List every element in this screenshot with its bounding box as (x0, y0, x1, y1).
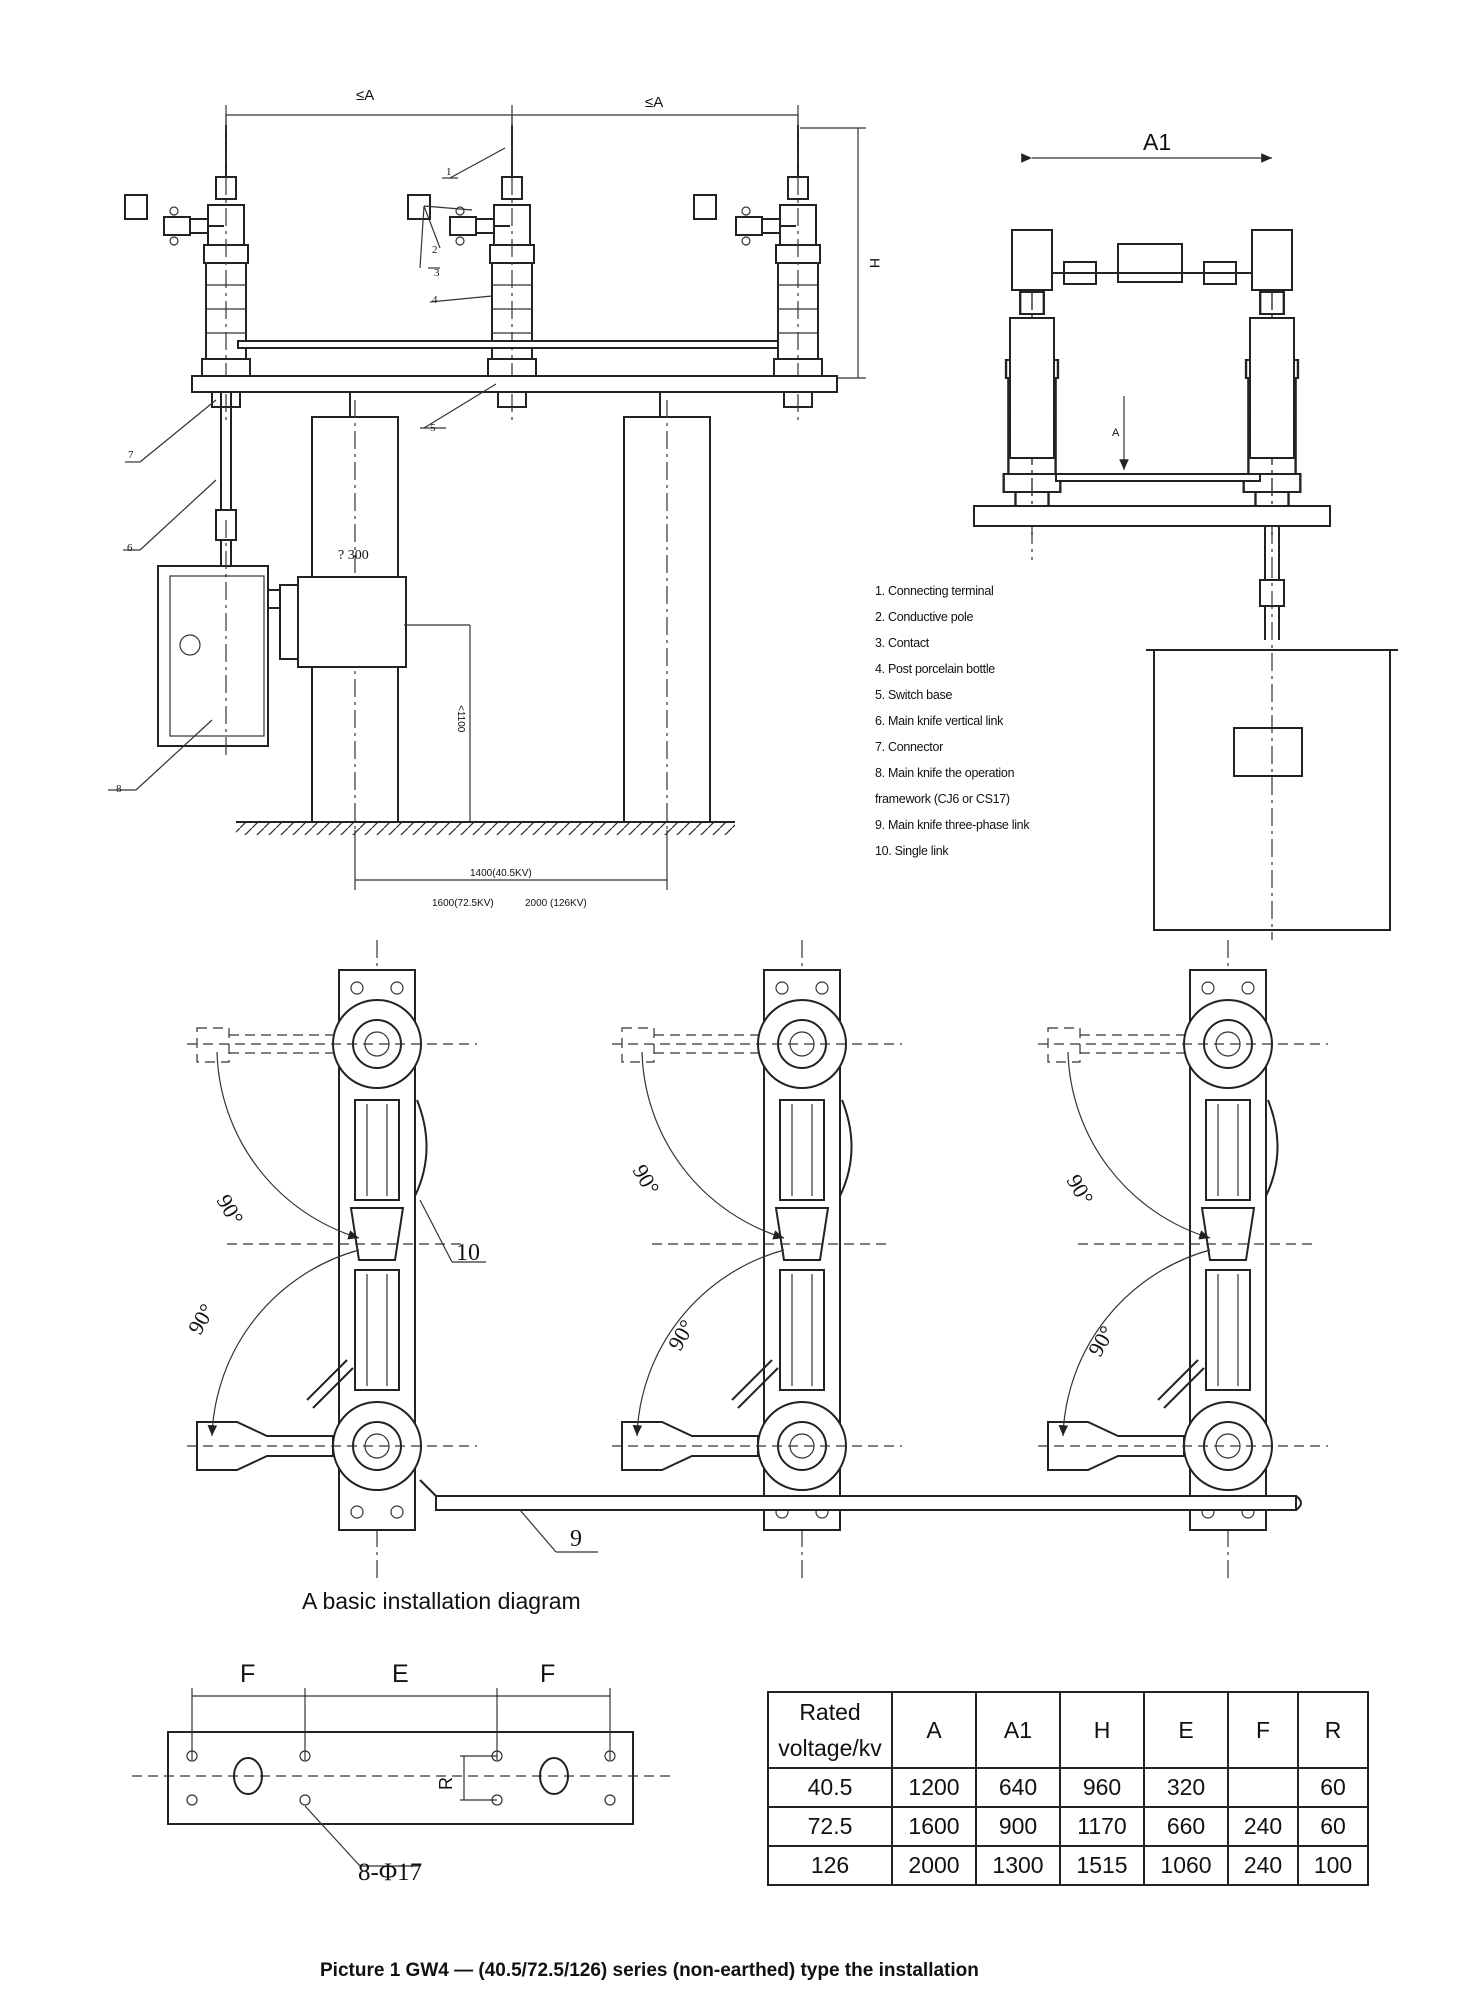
dim-e: E (392, 1660, 409, 1688)
cell: 1200 (891, 1767, 977, 1808)
dim-f-right: F (540, 1660, 555, 1688)
cell: 72.5 (767, 1806, 893, 1847)
legend-item: 6. Main knife vertical link (875, 714, 1004, 728)
pillar-height-dim: <1100 (455, 705, 466, 733)
cell: 240 (1227, 1845, 1299, 1886)
dim-height: H (867, 258, 883, 268)
angle-label-4: 90° (663, 1315, 700, 1354)
cell: 100 (1297, 1845, 1369, 1886)
plan-view: 90° 90° 90° 90° 90° 90° 10 9 (183, 940, 1328, 1580)
base-plate-view: F E F R 8-Φ17 (132, 1660, 672, 1886)
legend-item: 4. Post porcelain bottle (875, 662, 995, 676)
angle-label-1: 90° (212, 1190, 249, 1229)
dim-f-left: F (240, 1660, 255, 1688)
table-row: 126 2000 1300 1515 1060 240 100 (767, 1845, 1369, 1886)
legend-item: 8. Main knife the operation (875, 766, 1015, 780)
callout-9: 9 (570, 1526, 582, 1552)
header-f: F (1227, 1691, 1299, 1769)
cell: 1515 (1059, 1845, 1145, 1886)
dim-a1: A1 (1143, 129, 1171, 155)
footprint-126: 2000 (126KV) (525, 898, 587, 909)
cell: 60 (1297, 1767, 1369, 1808)
header-rated-voltage: Rated voltage/kv (767, 1691, 893, 1769)
legend-item: 9. Main knife three-phase link (875, 818, 1030, 832)
cell: 660 (1143, 1806, 1229, 1847)
dim-spacing-left: ≤A (356, 87, 374, 104)
header-e: E (1143, 1691, 1229, 1769)
cell: 126 (767, 1845, 893, 1886)
cell: 1060 (1143, 1845, 1229, 1886)
table-row: 72.5 1600 900 1170 660 240 60 (767, 1806, 1369, 1847)
cell: 960 (1059, 1767, 1145, 1808)
header-a: A (891, 1691, 977, 1769)
angle-label-3: 90° (628, 1160, 665, 1199)
callout-5: 5 (430, 422, 436, 434)
angle-label-5: 90° (1062, 1170, 1099, 1209)
angle-label-6: 90° (1083, 1321, 1120, 1360)
side-view: A1 A (973, 129, 1398, 940)
holes-spec: 8-Φ17 (358, 1859, 422, 1886)
cell: 240 (1227, 1806, 1299, 1847)
cell: 40.5 (767, 1767, 893, 1808)
header-r: R (1297, 1691, 1369, 1769)
view-arrow-a: A (1112, 427, 1120, 439)
legend-item: 3. Contact (875, 636, 929, 650)
basic-diagram-caption: A basic installation diagram (302, 1588, 581, 1614)
legend-item: framework (CJ6 or CS17) (875, 792, 1010, 806)
callout-6: 6 (127, 542, 133, 554)
footprint-725: 1600(72.5KV) (432, 898, 494, 909)
cell: 2000 (891, 1845, 977, 1886)
angle-label-2: 90° (183, 1299, 220, 1338)
table-row: 40.5 1200 640 960 320 60 (767, 1767, 1369, 1808)
legend-item: 7. Connector (875, 740, 943, 754)
header-a1: A1 (975, 1691, 1061, 1769)
header-h: H (1059, 1691, 1145, 1769)
footprint-405: 1400(40.5KV) (470, 868, 532, 879)
pillar-diameter: ? 300 (338, 548, 369, 563)
dim-r: R (436, 1777, 456, 1790)
figure-caption: Picture 1 GW4 — (40.5/72.5/126) series (… (320, 1960, 979, 1981)
legend-item: 10. Single link (875, 844, 949, 858)
dim-spacing-right: ≤A (645, 94, 663, 111)
callout-7: 7 (128, 449, 134, 461)
cell: 320 (1143, 1767, 1229, 1808)
callout-3: 3 (434, 267, 440, 279)
table-header-row: Rated voltage/kv A A1 H E F R (767, 1691, 1369, 1769)
callout-4: 4 (432, 294, 438, 306)
parameter-table: Rated voltage/kv A A1 H E F R 40.5 1200 … (767, 1691, 1369, 1886)
legend-item: 2. Conductive pole (875, 610, 974, 624)
cell: 640 (975, 1767, 1061, 1808)
front-view: ≤A ≤A H ? 300 <1100 (108, 87, 883, 909)
legend-item: 1. Connecting terminal (875, 584, 994, 598)
legend-item: 5. Switch base (875, 688, 953, 702)
cell: 1300 (975, 1845, 1061, 1886)
parts-legend: 1. Connecting terminal 2. Conductive pol… (875, 578, 1030, 864)
callout-2: 2 (432, 244, 438, 256)
callout-1: 1 (446, 166, 452, 178)
cell (1227, 1767, 1299, 1808)
callout-8: 8 (116, 783, 122, 795)
cell: 1600 (891, 1806, 977, 1847)
cell: 1170 (1059, 1806, 1145, 1847)
cell: 900 (975, 1806, 1061, 1847)
cell: 60 (1297, 1806, 1369, 1847)
callout-10: 10 (456, 1240, 480, 1266)
